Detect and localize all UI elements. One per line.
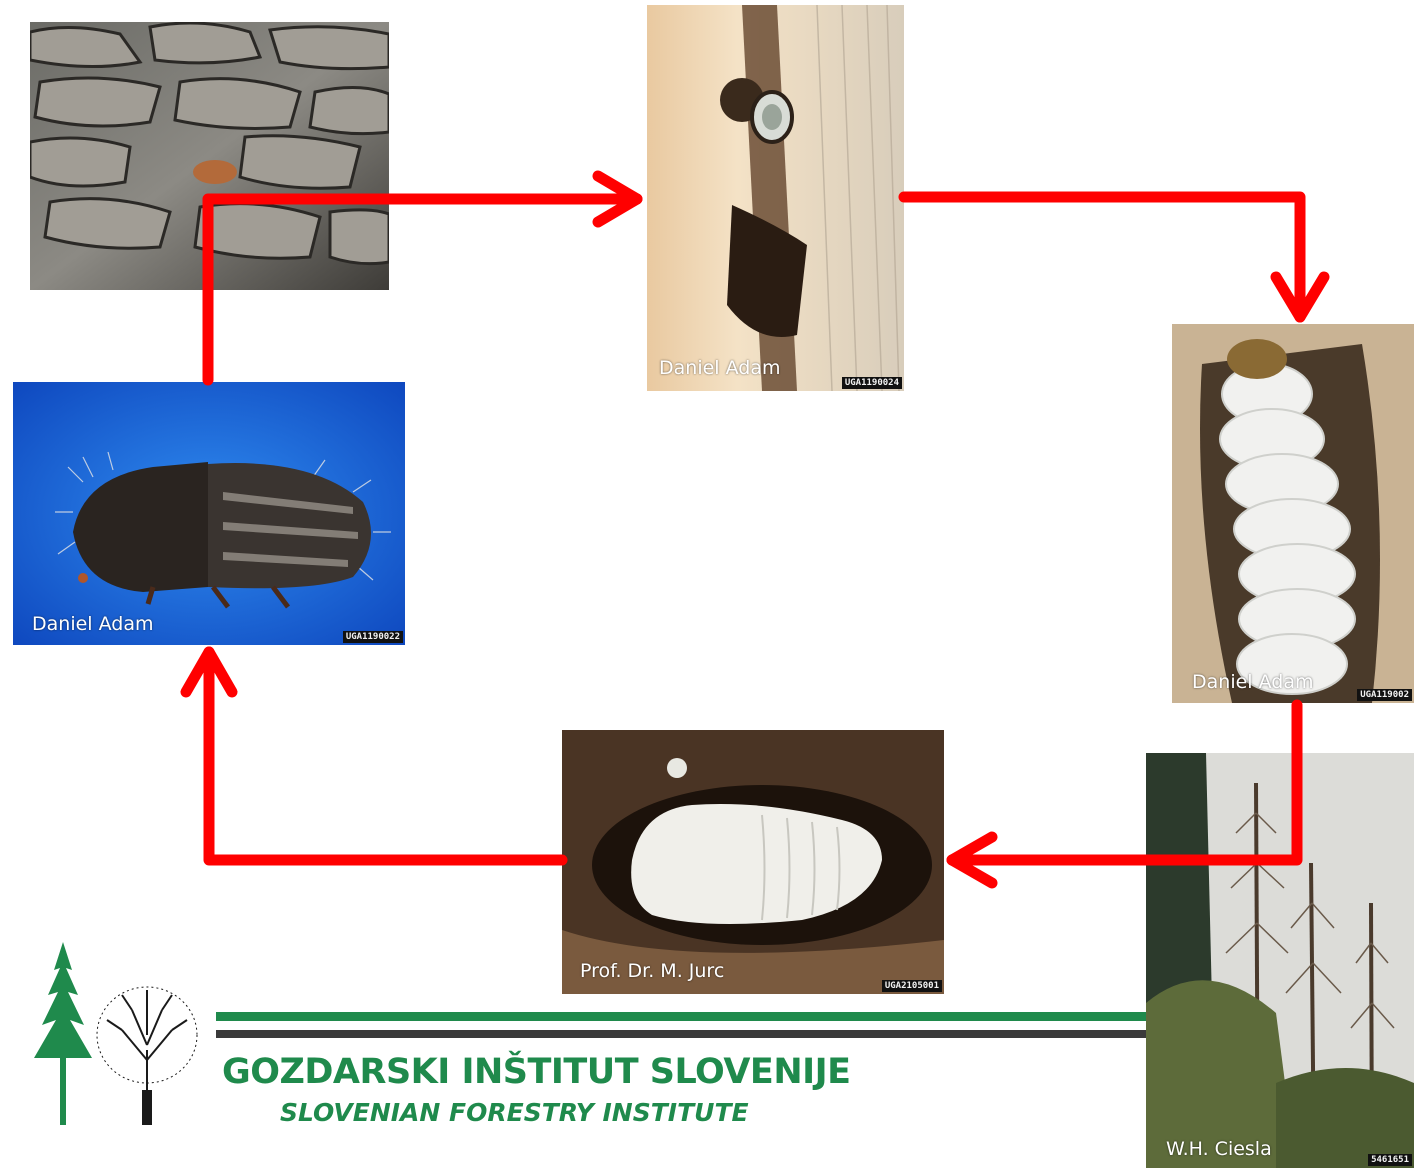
photo-bark-frass: [30, 22, 389, 290]
bark-image: [30, 22, 389, 290]
arrow-bark-to-egg-head: [598, 176, 637, 222]
institute-name-sl: GOZDARSKI INŠTITUT SLOVENIJE: [222, 1052, 851, 1092]
photo-credit: Daniel Adam: [1192, 671, 1313, 693]
photo-credit: Daniel Adam: [32, 613, 153, 635]
photo-code: UGA119002: [1357, 689, 1412, 701]
photo-credit: Prof. Dr. M. Jurc: [580, 960, 724, 982]
arrow-egg-to-larva-head: [1276, 277, 1324, 317]
arrow-pupa-to-adult: [209, 652, 562, 860]
photo-credit: Daniel Adam: [659, 357, 780, 379]
arrow-egg-to-larva: [904, 197, 1300, 317]
photo-credit: W.H. Ciesla: [1166, 1138, 1272, 1160]
photo-pupa: Prof. Dr. M. Jurc UGA2105001: [562, 730, 944, 994]
photo-code: UGA1190022: [343, 631, 403, 643]
logo-rule-dark: [216, 1030, 1146, 1038]
photo-adult-beetle: Daniel Adam UGA1190022: [13, 382, 405, 645]
larva-image: [1172, 324, 1414, 703]
photo-larva: Daniel Adam UGA119002: [1172, 324, 1414, 703]
egg-image: [647, 5, 904, 391]
photo-egg: Daniel Adam UGA1190024: [647, 5, 904, 391]
photo-dead-trees: W.H. Ciesla 5461651: [1146, 753, 1414, 1168]
beetle-image: [13, 382, 405, 645]
institute-logo-trees: [22, 940, 202, 1130]
logo-rule-green: [216, 1012, 1146, 1021]
photo-code: UGA2105001: [882, 980, 942, 992]
institute-name-en: SLOVENIAN FORESTRY INSTITUTE: [280, 1098, 749, 1127]
photo-code: UGA1190024: [842, 377, 902, 389]
trees-image: [1146, 753, 1414, 1168]
arrow-larva-to-pupa-head: [952, 837, 992, 883]
arrow-pupa-to-adult-head: [186, 652, 232, 692]
pupa-image: [562, 730, 944, 994]
photo-code: 5461651: [1368, 1154, 1412, 1166]
